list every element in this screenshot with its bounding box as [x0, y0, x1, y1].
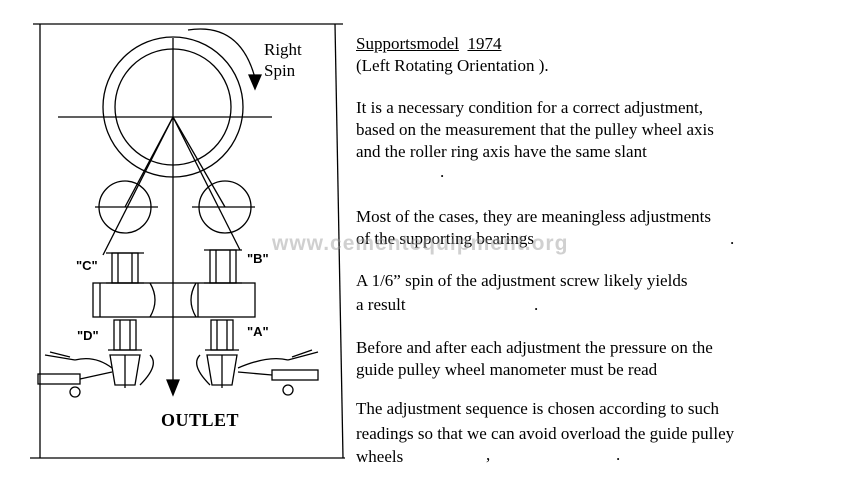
spin-label-line2: Spin — [264, 61, 296, 80]
document-title: Supportsmodel 1974 — [356, 34, 501, 54]
bearing-c — [106, 252, 144, 284]
paragraph-5-line-3c: . — [616, 445, 621, 464]
adjustment-screw-a — [205, 319, 239, 388]
watermark: www.cementequipment.org — [272, 232, 569, 255]
construction-line-right-2 — [172, 116, 226, 208]
paragraph-5-line-1: The adjustment sequence is chosen accord… — [356, 399, 720, 418]
paragraph-5-line-3a: wheels — [356, 447, 404, 466]
paragraph-2-line-2: of the supporting bearings — [356, 229, 534, 248]
label-d: "D" — [77, 328, 99, 343]
left-wrench — [37, 351, 154, 398]
paragraph-1-line-2: based on the measurement that the pulley… — [356, 120, 714, 139]
label-c: "C" — [76, 258, 98, 273]
paragraph-3-line-2-end: . — [534, 295, 539, 314]
paragraph-2-line-1: Most of the cases, they are meaningless … — [356, 207, 712, 226]
paragraph-3-line-2: a result — [356, 295, 406, 314]
paragraph-3-line-1: A 1/6” spin of the adjustment screw like… — [356, 271, 688, 290]
document-subtitle: (Left Rotating Orientation ). — [356, 56, 549, 75]
spin-label-line1: Right — [264, 40, 302, 59]
support-block — [92, 282, 256, 318]
paragraph-5-line-3b: , — [486, 445, 491, 464]
paragraph-1-line-4: . — [440, 162, 445, 181]
construction-line-left-2 — [124, 116, 174, 208]
right-wrench — [196, 349, 319, 396]
adjustment-screw-d — [108, 319, 142, 388]
title-model: model — [416, 34, 459, 53]
outlet-label: OUTLET — [161, 410, 240, 430]
paragraph-1-line-3: and the roller ring axis have the same s… — [356, 142, 647, 161]
paragraph-1-line-1: It is a necessary condition for a correc… — [356, 98, 703, 117]
label-a: "A" — [247, 324, 269, 339]
paragraph-4-line-1: Before and after each adjustment the pre… — [356, 338, 713, 357]
outlet-arrow — [166, 379, 180, 397]
bearing-b — [204, 249, 242, 284]
construction-line-right — [172, 116, 241, 251]
spin-direction-arrow — [187, 28, 262, 91]
paragraph-2-line-2-end: . — [730, 229, 735, 248]
label-b: "B" — [247, 251, 269, 266]
frame-right-line — [334, 23, 344, 459]
paragraph-5-line-2: readings so that we can avoid overload t… — [356, 424, 735, 443]
spin-label: Right Spin — [264, 39, 302, 81]
paragraph-4-line-2: guide pulley wheel manometer must be rea… — [356, 360, 658, 379]
title-supports: Supports — [356, 34, 417, 53]
title-year: 1974 — [467, 34, 502, 53]
